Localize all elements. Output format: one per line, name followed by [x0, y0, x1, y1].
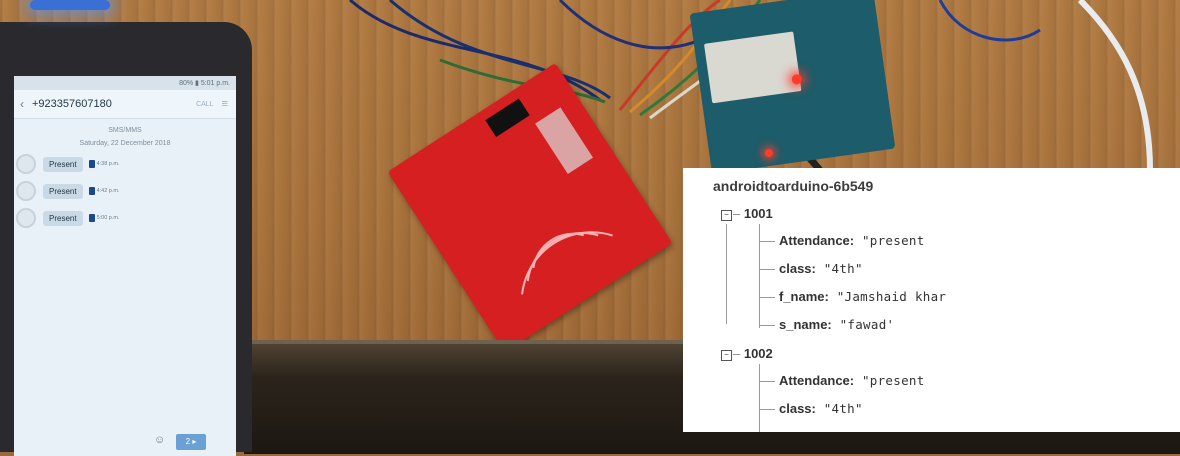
message-time: 5:00 p.m. — [96, 215, 120, 221]
record-id: 1001 — [743, 206, 773, 221]
field-value: "Jamshaid khar — [836, 289, 947, 304]
message-time: 4:42 p.m. — [96, 188, 120, 194]
tree-line — [726, 224, 727, 324]
rfid-reader-board — [387, 62, 673, 353]
message-bubble: Present — [43, 210, 83, 226]
tree-line — [759, 224, 760, 328]
menu-icon[interactable]: ≡ — [221, 98, 228, 110]
sim-icon — [88, 160, 95, 168]
tree-branch — [759, 269, 775, 270]
tree-branch — [759, 241, 775, 242]
sim-icon — [88, 214, 95, 222]
status-text: 80% ▮ 5:01 p.m. — [179, 80, 230, 87]
rfid-antenna — [485, 98, 613, 295]
record-node[interactable]: −– 1001 — [721, 206, 773, 221]
status-bar: 80% ▮ 5:01 p.m. — [14, 76, 236, 90]
tree-branch — [759, 409, 775, 410]
field-row[interactable]: f_name: "Jamshaid khar — [779, 289, 946, 305]
gsm-sim-module — [689, 0, 896, 175]
field-key: f_name: — [779, 289, 829, 304]
field-key: s_name: — [779, 317, 832, 332]
send-button[interactable]: 2 ▸ — [176, 434, 206, 450]
phone-screen: 80% ▮ 5:01 p.m. ‹ +923357607180 CALL ≡ S… — [14, 76, 236, 456]
field-key: class: — [779, 401, 816, 416]
tree-branch — [759, 325, 775, 326]
field-row[interactable]: Attendance: "present — [779, 233, 925, 249]
status-led — [764, 148, 774, 158]
message-row[interactable]: Present 5:00 p.m. — [16, 207, 236, 229]
collapse-icon[interactable]: − — [721, 210, 732, 221]
collapse-icon[interactable]: − — [721, 350, 732, 361]
database-root: androidtoarduino-6b549 — [713, 178, 874, 194]
back-arrow-icon[interactable]: ‹ — [20, 97, 24, 111]
thread-type: SMS/MMS — [108, 127, 142, 134]
field-key: class: — [779, 261, 816, 276]
power-led — [791, 73, 803, 86]
field-value: "present — [861, 373, 925, 388]
field-value: "4th" — [823, 261, 863, 276]
smartphone: 80% ▮ 5:01 p.m. ‹ +923357607180 CALL ≡ S… — [0, 0, 252, 456]
message-bubble: Present — [43, 183, 83, 199]
field-value: "fawad' — [839, 317, 895, 332]
message-time: 4:38 p.m. — [96, 161, 120, 167]
avatar — [16, 181, 36, 201]
call-button[interactable]: CALL — [196, 100, 214, 108]
record-node[interactable]: −– 1002 — [721, 346, 773, 361]
field-row[interactable]: class: "4th" — [779, 401, 863, 417]
tree-branch — [759, 381, 775, 382]
tree-line — [759, 364, 760, 432]
field-row[interactable]: Attendance: "present — [779, 373, 925, 389]
contact-number: +923357607180 — [32, 98, 112, 110]
field-row[interactable]: s_name: "fawad' — [779, 317, 894, 333]
message-row[interactable]: Present 4:38 p.m. — [16, 153, 236, 175]
field-value: "4th" — [823, 401, 863, 416]
field-value: "present — [861, 233, 925, 248]
database-tree-panel: androidtoarduino-6b549 −– 1001 Attendanc… — [683, 168, 1180, 432]
tree-branch — [759, 297, 775, 298]
blue-light-glow — [30, 0, 110, 10]
field-key: Attendance: — [779, 233, 855, 248]
sim-icon — [88, 187, 95, 195]
emoji-icon[interactable]: ☺ — [154, 434, 166, 446]
field-row[interactable]: class: "4th" — [779, 261, 863, 277]
avatar — [16, 208, 36, 228]
field-key: Attendance: — [779, 373, 855, 388]
avatar — [16, 154, 36, 174]
sim-card-holder — [703, 31, 802, 104]
thread-date: Saturday, 22 December 2018 — [79, 140, 171, 147]
message-row[interactable]: Present 4:42 p.m. — [16, 180, 236, 202]
record-id: 1002 — [743, 346, 773, 361]
message-bubble: Present — [43, 156, 83, 172]
conversation-header: ‹ +923357607180 CALL ≡ — [14, 90, 236, 119]
